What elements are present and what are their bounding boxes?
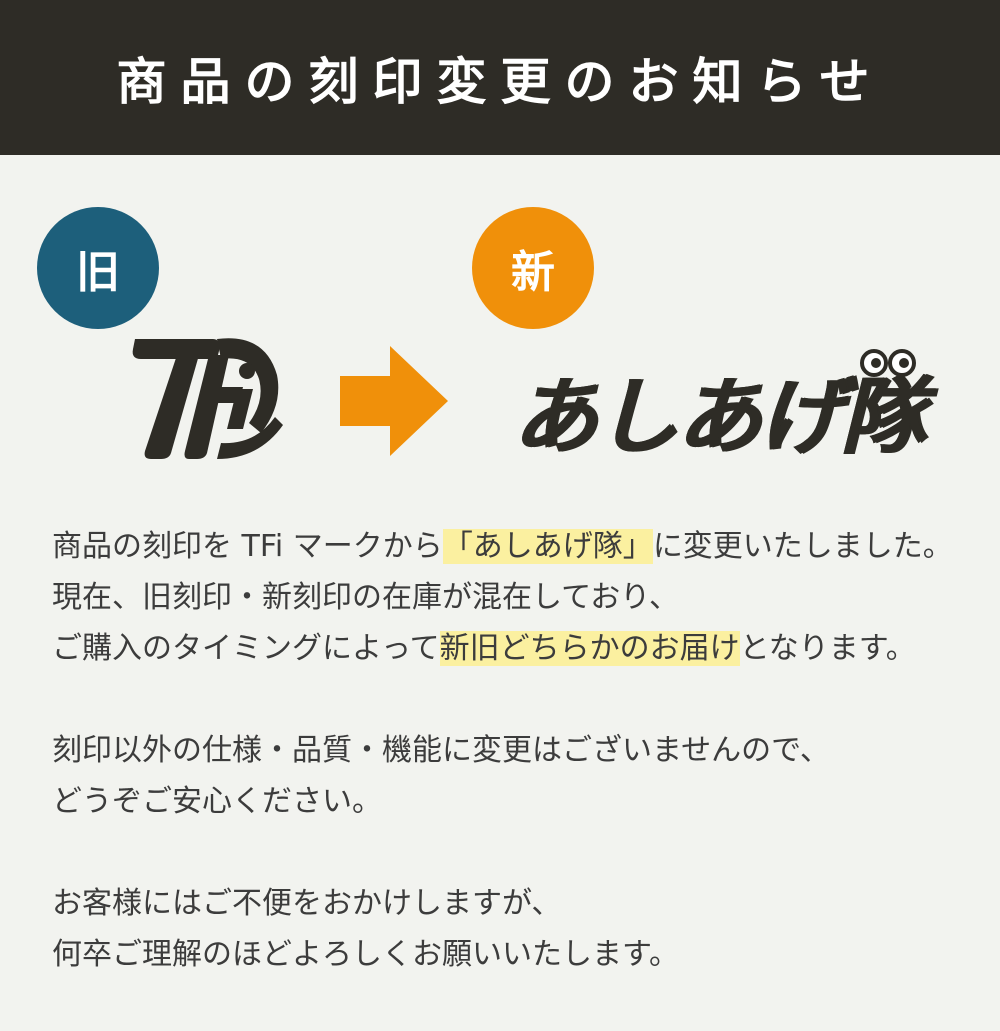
- paragraph-assurance: 刻印以外の仕様・品質・機能に変更はございませんので、 どうぞご安心ください。: [52, 725, 972, 827]
- highlight-delivery: 新旧どちらかのお届け: [439, 631, 740, 666]
- new-badge: 新: [472, 207, 594, 329]
- paragraph-change: 商品の刻印を TFi マークから「あしあげ隊」に変更いたしました。 現在、旧刻印…: [52, 521, 972, 674]
- old-tfi-logo: [125, 325, 285, 469]
- text-line: 刻印以外の仕様・品質・機能に変更はございませんので、: [52, 733, 830, 768]
- text-line: ご購入のタイミングによって新旧どちらかのお届けとなります。: [52, 623, 972, 674]
- text-line: 商品の刻印を TFi マークから「あしあげ隊」に変更いたしました。: [52, 521, 972, 572]
- header-banner: 商品の刻印変更のお知らせ: [0, 0, 1000, 155]
- highlight-brand: 「あしあげ隊」: [442, 529, 653, 564]
- new-ashiagetai-logo: あしあげ隊: [512, 349, 972, 466]
- text-line: 現在、旧刻印・新刻印の在庫が混在しており、: [52, 580, 679, 615]
- text-segment: 商品の刻印を TFi マークから: [52, 529, 443, 564]
- notice-body: 商品の刻印を TFi マークから「あしあげ隊」に変更いたしました。 現在、旧刻印…: [52, 521, 972, 1031]
- text-segment: に変更いたしました。: [652, 529, 953, 564]
- paragraph-apology: お客様にはご不便をおかけしますが、 何卒ご理解のほどよろしくお願いいたします。: [52, 878, 972, 980]
- eyes-icon: [860, 349, 916, 377]
- text-line: どうぞご安心ください。: [52, 784, 382, 819]
- page-title: 商品の刻印変更のお知らせ: [116, 52, 884, 111]
- arrow-right-icon: [340, 346, 450, 460]
- text-segment: となります。: [739, 631, 916, 666]
- text-segment: ご購入のタイミングによって: [52, 631, 440, 666]
- text-line: 何卒ご理解のほどよろしくお願いいたします。: [52, 937, 679, 972]
- new-logo-text: あしあげ隊: [512, 368, 924, 466]
- old-badge: 旧: [37, 207, 159, 329]
- text-line: お客様にはご不便をおかけしますが、: [52, 886, 562, 921]
